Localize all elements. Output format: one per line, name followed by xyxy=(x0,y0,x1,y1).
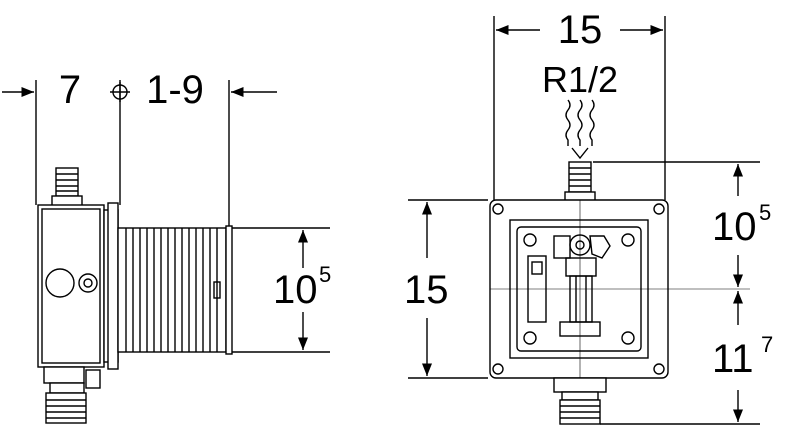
water-flow-icon xyxy=(565,99,595,160)
front-view xyxy=(408,16,760,425)
front-height-label: 15 xyxy=(404,268,449,312)
dim-width-label: 15 xyxy=(558,8,603,52)
side-housing-inner xyxy=(41,208,101,364)
front-top-nipple xyxy=(564,161,596,203)
side-height-base: 10 xyxy=(273,268,318,312)
side-bottom-outlet xyxy=(43,366,101,424)
side-bellows xyxy=(117,225,233,355)
front-lower-base: 11 xyxy=(712,337,754,381)
crosshair-icon xyxy=(110,82,130,102)
corner-screw-tr xyxy=(653,203,665,215)
inner-screw-bl xyxy=(523,331,537,345)
front-lower-sup: 7 xyxy=(761,332,773,357)
side-height-sup: 5 xyxy=(319,262,331,287)
side-valve-cap xyxy=(78,273,98,293)
front-bottom-outlet xyxy=(553,377,607,425)
side-valve-cap-centre xyxy=(83,278,93,288)
inner-screw-tr xyxy=(621,233,635,247)
inner-screw-br xyxy=(621,331,635,345)
inner-screw-tl xyxy=(523,233,537,247)
side-valve-knob xyxy=(45,268,75,298)
dim-depth-label: 7 xyxy=(59,68,81,112)
thread-label: R1/2 xyxy=(542,59,618,100)
side-view xyxy=(2,80,330,424)
dim-adjust-label: 1-9 xyxy=(146,68,204,112)
corner-screw-bl xyxy=(492,363,504,375)
corner-screw-br xyxy=(653,363,665,375)
front-upper-base: 10 xyxy=(712,205,757,249)
corner-screw-tl xyxy=(492,203,504,215)
side-top-nipple xyxy=(51,167,83,207)
side-flange-plate xyxy=(107,202,119,370)
front-upper-sup: 5 xyxy=(759,200,771,225)
